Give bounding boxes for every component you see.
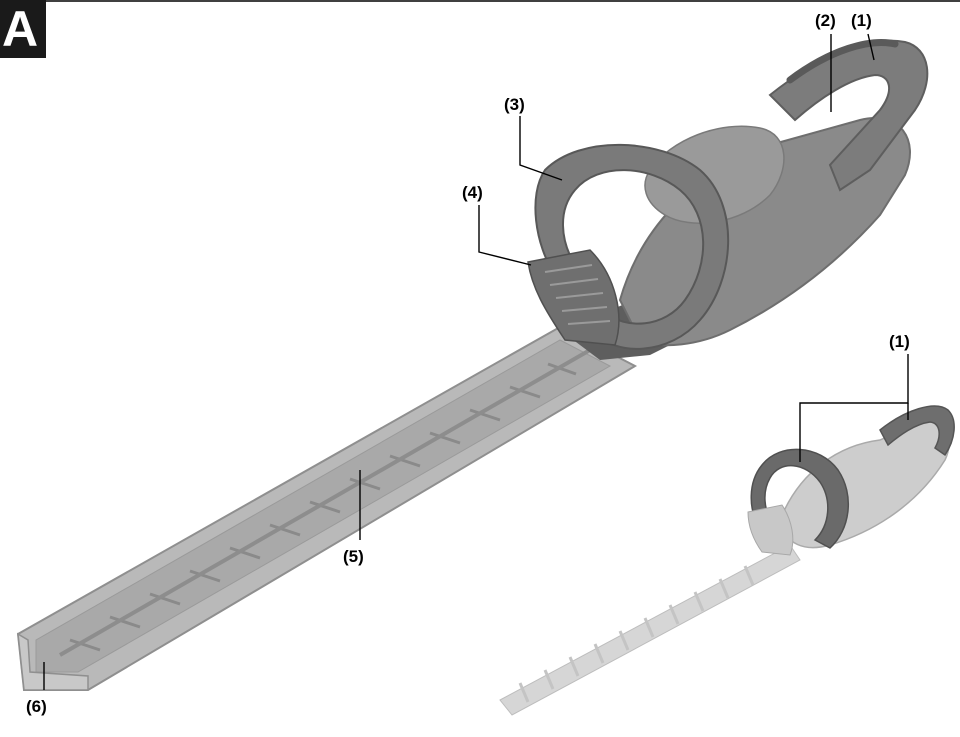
callout-4: (4) xyxy=(462,183,483,202)
callout-2: (2) xyxy=(815,11,836,30)
hand-shield xyxy=(527,249,620,346)
leader-lines xyxy=(43,33,909,690)
inset-rear-handle xyxy=(879,405,955,457)
callout-5: (5) xyxy=(343,547,364,566)
figure-label-badge: A xyxy=(0,0,46,58)
inset-hand-shield xyxy=(747,504,794,556)
figure-letter: A xyxy=(1,1,39,57)
inset-blade xyxy=(499,544,801,716)
callout-1: (1) xyxy=(851,11,872,30)
callout-1-inset: (1) xyxy=(889,332,910,351)
callout-6: (6) xyxy=(26,697,47,716)
blade-cover xyxy=(16,325,638,691)
inset-housing xyxy=(779,418,950,549)
callout-3: (3) xyxy=(504,95,525,114)
rear-handle xyxy=(768,39,929,192)
front-handle-guard xyxy=(534,143,730,350)
